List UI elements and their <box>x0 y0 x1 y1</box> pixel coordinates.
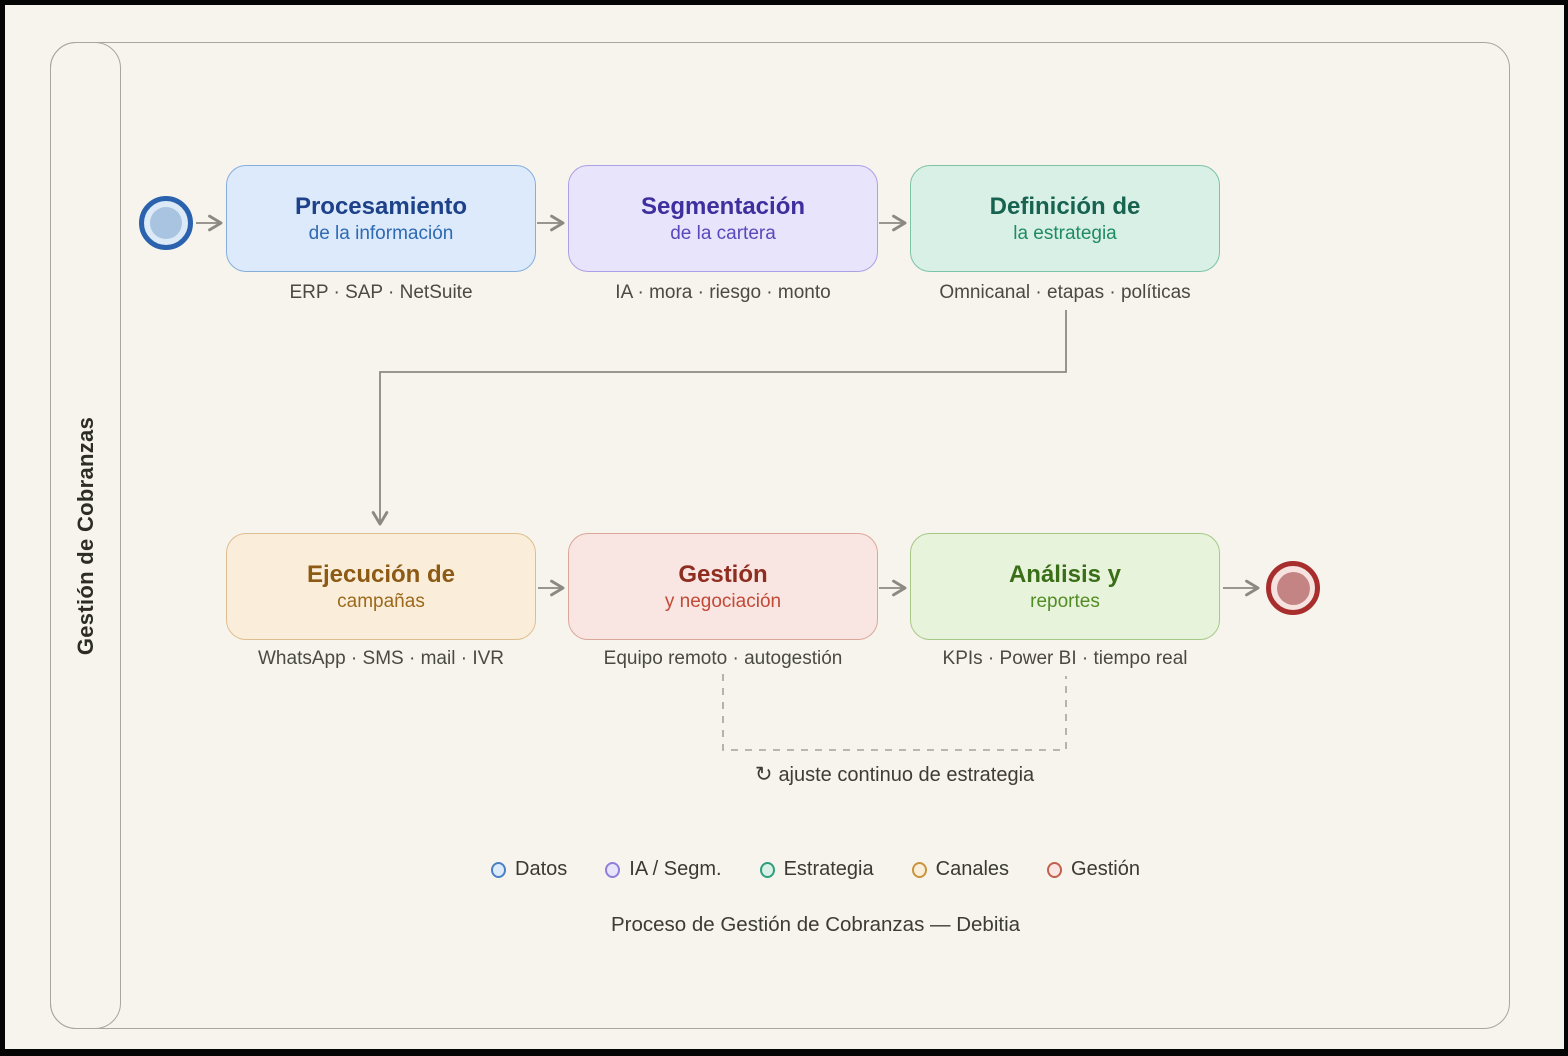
task-tools-label: Omnicanal · etapas · políticas <box>939 282 1191 303</box>
task-ejecucion: Ejecución de campañas <box>226 533 536 640</box>
task-subtitle: de la información <box>308 222 454 244</box>
task-subtitle: la estrategia <box>1013 222 1117 244</box>
task-title: Ejecución de <box>306 560 456 588</box>
task-gestion: Gestión y negociación <box>568 533 878 640</box>
legend: Datos IA / Segm. Estrategia Canales Gest… <box>121 858 1510 881</box>
task-title: Definición de <box>989 192 1141 220</box>
legend-circle-estrategia <box>759 861 775 878</box>
legend-item-ia-segm: IA / Segm. <box>605 858 722 881</box>
task-tools-label: IA · mora · riesgo · monto <box>615 282 831 303</box>
diagram-caption: Proceso de Gestión de Cobranzas — Debiti… <box>610 913 1021 936</box>
legend-label: Estrategia <box>783 858 874 880</box>
task-tools-label: KPIs · Power BI · tiempo real <box>942 648 1188 669</box>
legend-label: Gestión <box>1071 858 1140 880</box>
legend-circle-gestion <box>1047 861 1063 878</box>
start-event-inner-disc <box>150 207 182 239</box>
feedback-loop-path <box>722 674 1067 751</box>
end-event-inner-disc <box>1276 571 1310 605</box>
legend-item-estrategia: Estrategia <box>759 858 874 881</box>
refresh-icon: ↻ <box>754 763 773 786</box>
legend-item-datos: Datos <box>491 858 567 881</box>
task-definicion: Definición de la estrategia <box>910 165 1220 272</box>
task-subtitle: de la cartera <box>670 222 776 244</box>
feedback-loop-label: ↻ajuste continuo de estrategia <box>643 762 1146 787</box>
task-tools-label: Equipo remoto · autogestión <box>603 648 843 669</box>
task-title: Segmentación <box>640 192 806 220</box>
task-title: Procesamiento <box>294 192 468 220</box>
task-analisis: Análisis y reportes <box>910 533 1220 640</box>
task-segmentacion: Segmentación de la cartera <box>568 165 878 272</box>
legend-item-gestion: Gestión <box>1047 858 1140 881</box>
legend-item-canales: Canales <box>911 858 1010 881</box>
task-title: Gestión <box>678 560 768 588</box>
lane-header <box>50 42 121 1029</box>
task-subtitle: reportes <box>1030 590 1100 612</box>
task-procesamiento: Procesamiento de la información <box>226 165 536 272</box>
legend-label: Canales <box>935 858 1010 880</box>
legend-circle-datos <box>491 861 507 878</box>
task-tools-label: ERP · SAP · NetSuite <box>289 282 473 303</box>
task-subtitle: y negociación <box>664 590 782 612</box>
start-event <box>139 196 193 250</box>
task-subtitle: campañas <box>337 590 425 612</box>
task-tools-label: WhatsApp · SMS · mail · IVR <box>258 648 504 669</box>
legend-circle-canales <box>911 861 927 878</box>
legend-label: Datos <box>515 858 568 880</box>
task-title: Análisis y <box>1008 560 1122 588</box>
legend-circle-ia-segm <box>605 861 621 878</box>
feedback-loop-text: ajuste continuo de estrategia <box>778 764 1035 786</box>
end-event <box>1266 561 1320 615</box>
legend-label: IA / Segm. <box>629 858 722 880</box>
flow-arrow-definicion-to-ejecucion <box>371 310 1067 526</box>
